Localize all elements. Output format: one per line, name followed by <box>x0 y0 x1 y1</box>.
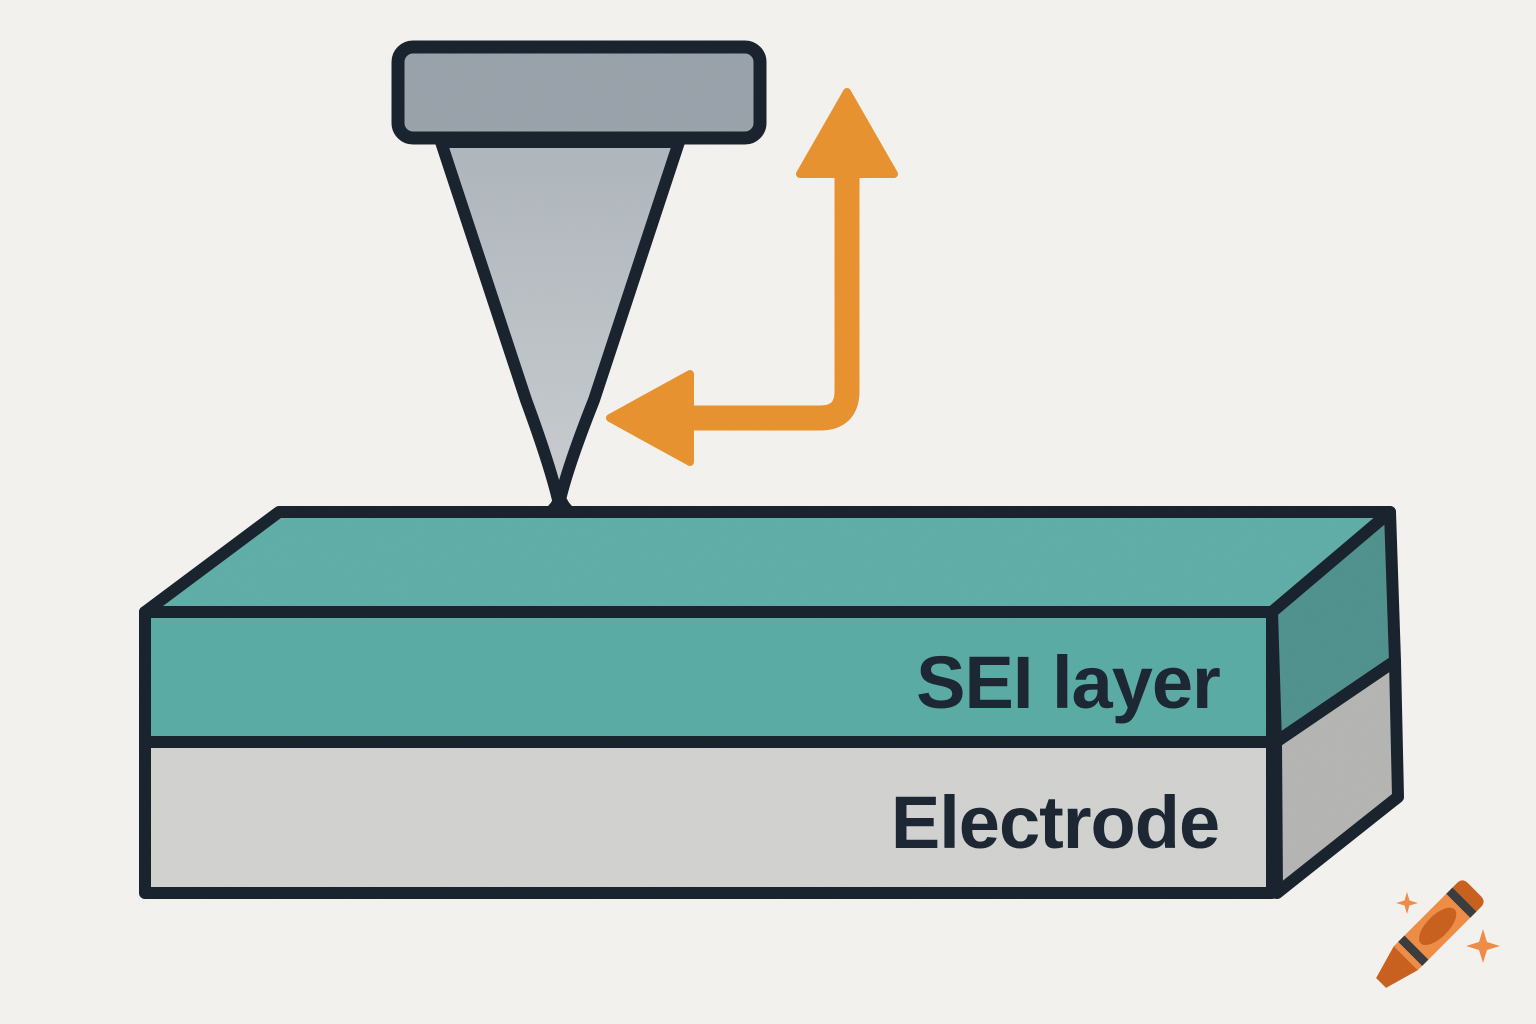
crayon-tip <box>1376 946 1418 988</box>
afm-tip-cone <box>435 136 685 510</box>
scan-direction-arrow-icon <box>606 88 898 466</box>
crayon-end-cap <box>1452 880 1484 912</box>
sparkle-icon-small <box>1396 892 1418 914</box>
arrow-head-up <box>796 88 898 178</box>
arrow-shaft <box>690 172 860 431</box>
sparkle-icon-large <box>1466 929 1500 963</box>
electrode-front-face <box>139 736 1278 899</box>
crayon-label-oval <box>1418 907 1457 946</box>
electrode-label: Electrode <box>891 781 1219 864</box>
sample-slab: SEI layer Electrode <box>139 506 1404 899</box>
arrow-head-left <box>606 370 694 466</box>
crayon-icon <box>1376 880 1484 988</box>
crayon-stripe-top <box>1446 887 1477 918</box>
sei-layer-top-face <box>139 506 1396 618</box>
crayon-watermark <box>1376 880 1500 988</box>
afm-tip-icon <box>391 40 767 510</box>
afm-cantilever-head <box>391 40 767 145</box>
sei-layer-label: SEI layer <box>916 641 1220 724</box>
crayon-stripe-bottom <box>1398 935 1429 966</box>
crayon-collar <box>1393 941 1423 971</box>
